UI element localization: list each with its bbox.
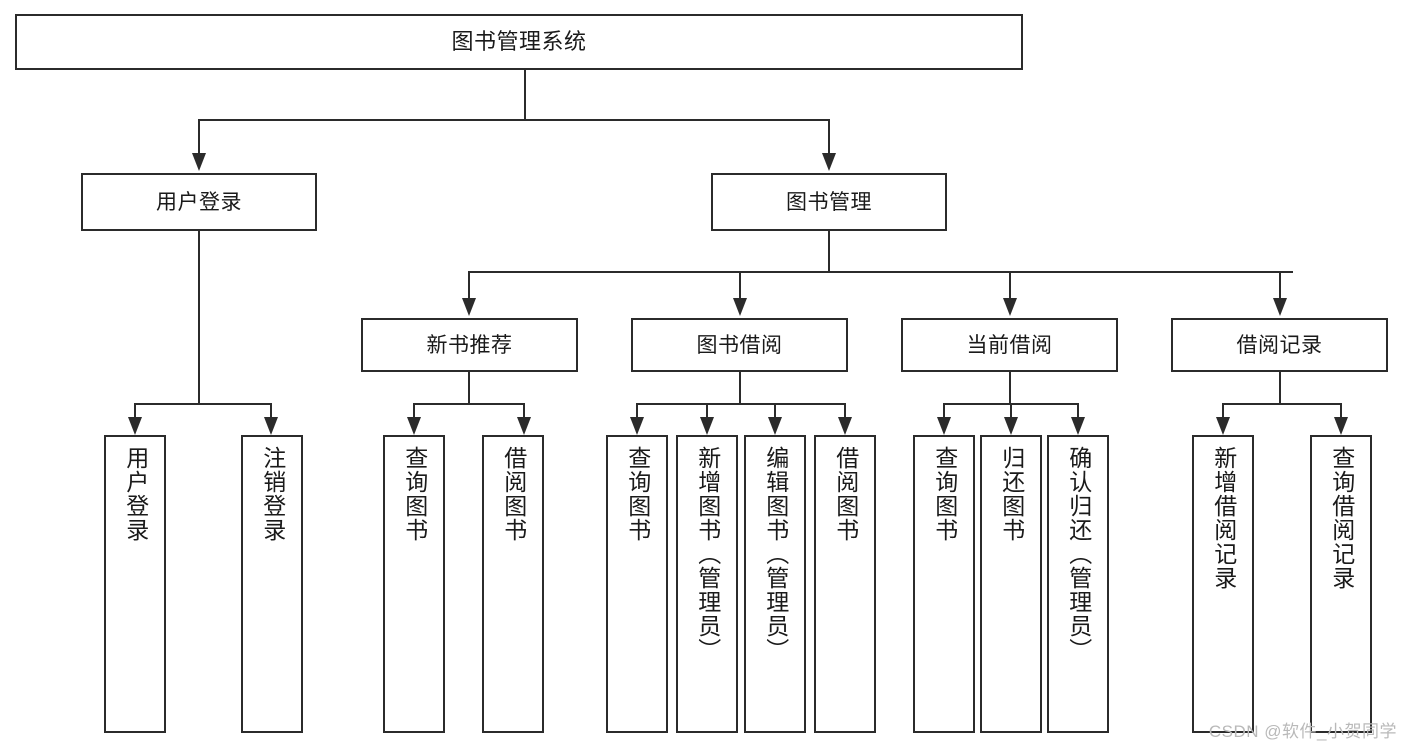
- node-label: 用户登录: [156, 190, 242, 214]
- connector-current-borrow-stem: [1009, 372, 1011, 404]
- leaf-borrow-book-new-recommend[interactable]: 借阅图书: [482, 435, 544, 733]
- leaf-add-borrow-record[interactable]: 新增借阅记录: [1192, 435, 1254, 733]
- arrowhead-leaf-query-book-c: [937, 417, 951, 435]
- arrowhead-leaf-edit-book: [768, 417, 782, 435]
- connector-new-book-bus: [413, 403, 524, 405]
- connector-borrow-record-stem: [1279, 372, 1281, 404]
- connector-user-login-drop-1: [134, 403, 136, 418]
- connector-level2-bus: [198, 119, 830, 121]
- leaf-query-book-new-recommend[interactable]: 查询图书: [383, 435, 445, 733]
- node-user-login[interactable]: 用户登录: [81, 173, 317, 231]
- arrowhead-to-borrow-record: [1273, 298, 1287, 316]
- connector-new-book-stem: [468, 372, 470, 404]
- connector-current-borrow-drop-2: [1010, 403, 1012, 418]
- connector-user-login-drop-2: [270, 403, 272, 418]
- arrowhead-leaf-add-record: [1216, 417, 1230, 435]
- node-label: 借阅图书: [500, 446, 527, 542]
- leaf-query-book-current[interactable]: 查询图书: [913, 435, 975, 733]
- node-book-management[interactable]: 图书管理: [711, 173, 947, 231]
- connector-book-borrow-drop-4: [844, 403, 846, 418]
- node-label: 新增图书（管理员）: [694, 446, 721, 662]
- node-label: 查询图书: [401, 446, 428, 542]
- leaf-return-book[interactable]: 归还图书: [980, 435, 1042, 733]
- arrowhead-leaf-query-record: [1334, 417, 1348, 435]
- node-label: 当前借阅: [966, 333, 1053, 357]
- arrowhead-to-user-login: [192, 153, 206, 171]
- arrowhead-to-book-management: [822, 153, 836, 171]
- leaf-query-book-borrow[interactable]: 查询图书: [606, 435, 668, 733]
- connector-book-borrow-stem: [739, 372, 741, 404]
- connector-borrow-record-bus: [1222, 403, 1341, 405]
- arrowhead-leaf-borrow-book-a: [517, 417, 531, 435]
- connector-level3-drop-2: [739, 271, 741, 299]
- connector-level3-drop-1: [468, 271, 470, 299]
- node-borrow-record[interactable]: 借阅记录: [1171, 318, 1388, 372]
- arrowhead-leaf-query-book-a: [407, 417, 421, 435]
- connector-root-stem: [524, 70, 526, 120]
- arrowhead-to-new-book: [462, 298, 476, 316]
- arrowhead-leaf-borrow-book-b: [838, 417, 852, 435]
- node-label: 确认归还（管理员）: [1065, 446, 1092, 662]
- node-label: 查询图书: [931, 446, 958, 542]
- leaf-logout[interactable]: 注销登录: [241, 435, 303, 733]
- node-label: 图书管理: [786, 190, 872, 214]
- connector-new-book-drop-2: [523, 403, 525, 418]
- connector-current-borrow-drop-3: [1077, 403, 1079, 418]
- arrowhead-leaf-user-login: [128, 417, 142, 435]
- connector-level3-bus: [468, 271, 1293, 273]
- leaf-edit-book-admin[interactable]: 编辑图书（管理员）: [744, 435, 806, 733]
- arrowhead-leaf-add-book: [700, 417, 714, 435]
- node-label: 借阅图书: [832, 446, 859, 542]
- connector-book-borrow-drop-1: [636, 403, 638, 418]
- connector-borrow-record-drop-1: [1222, 403, 1224, 418]
- arrowhead-leaf-confirm-return: [1071, 417, 1085, 435]
- arrowhead-leaf-logout: [264, 417, 278, 435]
- node-label: 图书借阅: [696, 333, 783, 357]
- connector-book-borrow-drop-3: [774, 403, 776, 418]
- node-label: 编辑图书（管理员）: [762, 446, 789, 662]
- connector-borrow-record-drop-2: [1340, 403, 1342, 418]
- arrowhead-to-book-borrow: [733, 298, 747, 316]
- arrowhead-leaf-return-book: [1004, 417, 1018, 435]
- leaf-add-book-admin[interactable]: 新增图书（管理员）: [676, 435, 738, 733]
- node-label: 查询借阅记录: [1328, 446, 1355, 590]
- connector-book-borrow-drop-2: [706, 403, 708, 418]
- node-label: 新书推荐: [426, 333, 513, 357]
- node-label: 归还图书: [998, 446, 1025, 542]
- node-new-book-recommend[interactable]: 新书推荐: [361, 318, 578, 372]
- leaf-borrow-book[interactable]: 借阅图书: [814, 435, 876, 733]
- node-label: 借阅记录: [1236, 333, 1323, 357]
- connector-level2-drop-left: [198, 119, 200, 155]
- connector-level3-drop-3: [1009, 271, 1011, 299]
- connector-current-borrow-drop-1: [943, 403, 945, 418]
- connector-user-login-stem: [198, 231, 200, 404]
- node-current-borrow[interactable]: 当前借阅: [901, 318, 1118, 372]
- leaf-query-borrow-record[interactable]: 查询借阅记录: [1310, 435, 1372, 733]
- connector-book-borrow-bus: [636, 403, 846, 405]
- connector-level2-drop-right: [828, 119, 830, 155]
- node-label: 用户登录: [122, 446, 149, 542]
- node-root-library-system[interactable]: 图书管理系统: [15, 14, 1023, 70]
- node-label: 图书管理系统: [451, 29, 587, 54]
- connector-new-book-drop-1: [413, 403, 415, 418]
- connector-book-management-stem: [828, 231, 830, 272]
- leaf-confirm-return-admin[interactable]: 确认归还（管理员）: [1047, 435, 1109, 733]
- connector-user-login-bus: [134, 403, 271, 405]
- node-book-borrow[interactable]: 图书借阅: [631, 318, 848, 372]
- node-label: 注销登录: [259, 446, 286, 542]
- node-label: 新增借阅记录: [1210, 446, 1237, 590]
- leaf-user-login[interactable]: 用户登录: [104, 435, 166, 733]
- node-label: 查询图书: [624, 446, 651, 542]
- arrowhead-leaf-query-book-b: [630, 417, 644, 435]
- arrowhead-to-current-borrow: [1003, 298, 1017, 316]
- connector-level3-drop-4: [1279, 271, 1281, 299]
